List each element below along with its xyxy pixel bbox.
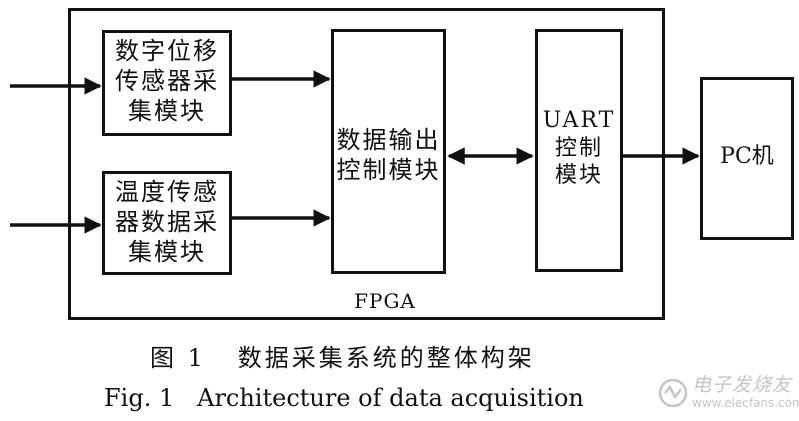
displacement-sensor-label: 数字位移 传感器采 集模块: [115, 37, 219, 125]
fpga-label: FPGA: [354, 289, 416, 313]
pc-block: [700, 77, 794, 240]
output-control-label: 数据输出 控制模块: [336, 126, 441, 184]
output-control-block: [331, 29, 446, 274]
temperature-sensor-block: [102, 171, 232, 275]
pc-label: PC机: [720, 144, 774, 169]
figure-caption-chinese: 图 1 数据采集系统的整体构架: [150, 344, 535, 372]
temperature-sensor-label: 温度传感 器数据采 集模块: [115, 178, 219, 266]
watermark-brand: 电子发烧友: [692, 374, 793, 396]
uart-control-label: UART 控制 模块: [542, 108, 616, 188]
watermark-logo-icon: [658, 378, 688, 408]
figure-caption-english: Fig. 1 Architecture of data acquisition: [104, 384, 584, 412]
uart-control-block: [535, 29, 623, 272]
displacement-sensor-block: [102, 30, 232, 136]
watermark: 电子发烧友 www.elecfans.com: [652, 370, 799, 416]
watermark-url: www.elecfans.com: [692, 396, 799, 410]
